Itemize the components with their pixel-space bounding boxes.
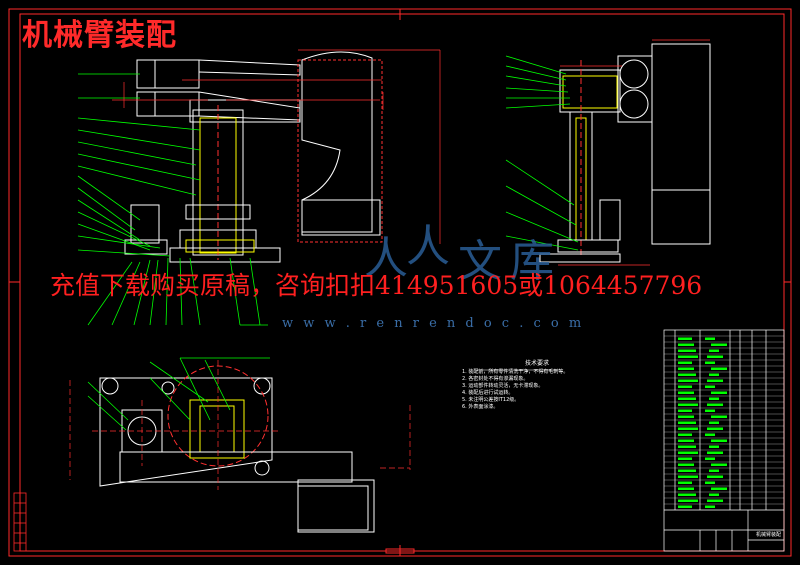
parts-list-entry-mark (678, 481, 692, 484)
watermark-url: w w w . r e n r e n d o c . c o m (282, 316, 585, 331)
parts-list-entry-mark (678, 421, 696, 424)
parts-list-entry-mark (709, 445, 719, 448)
parts-list-entry-mark (678, 355, 698, 358)
technical-note-line: 2. 各密封处不得有渗漏现象。 (462, 376, 529, 382)
parts-list-entry-mark (678, 493, 696, 496)
parts-list-entry-mark (678, 439, 694, 442)
parts-list-entry-mark (678, 427, 698, 430)
parts-list-entry-mark (678, 475, 698, 478)
parts-list-entry-mark (711, 463, 727, 466)
top-view-centerlines (69, 360, 411, 490)
parts-list-entry-mark (678, 469, 696, 472)
technical-notes: 技术要求 1. 装配前，所有零件清洗干净，不得有毛刺等。 2. 各密封处不得有渗… (462, 360, 612, 411)
parts-list-entry-mark (705, 457, 715, 460)
parts-list-entry-mark (705, 433, 715, 436)
parts-list-entry-mark (678, 415, 694, 418)
parts-list-entry-mark (709, 349, 719, 352)
parts-list-entry-mark (678, 337, 692, 340)
parts-list-entry-mark (707, 355, 723, 358)
front-view (124, 51, 383, 263)
parts-list-entry-mark (678, 487, 694, 490)
parts-list-entry-mark (678, 457, 692, 460)
parts-list-entry-mark (678, 373, 696, 376)
technical-notes-title: 技术要求 (524, 360, 549, 367)
parts-list-entry-mark (711, 391, 727, 394)
parts-list-entry-mark (709, 373, 719, 376)
parts-list-entry-mark (707, 427, 723, 430)
parts-list-entry-mark (678, 379, 698, 382)
parts-list-entries (678, 337, 727, 508)
parts-list-entry-mark (678, 499, 698, 502)
watermark-glyph-4: 库 (510, 236, 554, 287)
parts-list-entry-mark (678, 343, 694, 346)
technical-note-line: 4. 装配后进行试运转。 (462, 390, 514, 396)
parts-list-entry-mark (709, 469, 719, 472)
parts-list-entry-mark (678, 445, 696, 448)
parts-list-entry-mark (678, 505, 692, 508)
parts-list-entry-mark (678, 385, 692, 388)
parts-list-entry-mark (678, 409, 692, 412)
parts-list-entry-mark (678, 433, 692, 436)
side-view (539, 43, 711, 263)
parts-list-entry-mark (678, 361, 692, 364)
drawing-title: 机械臂装配 (22, 18, 177, 53)
parts-list-entry-mark (709, 397, 719, 400)
parts-list-entry-mark (705, 409, 715, 412)
technical-note-line: 6. 外表面涂漆。 (462, 404, 499, 410)
parts-list-entry-mark (678, 367, 694, 370)
parts-list-entry-mark (678, 463, 694, 466)
parts-list-entry-mark (678, 403, 698, 406)
technical-note-line: 5. 未注明公差按IT12级。 (462, 397, 520, 403)
front-view-dimensions (112, 49, 441, 244)
side-view-leaders (505, 55, 579, 251)
front-view-leaders (77, 73, 268, 326)
parts-list-entry-mark (705, 337, 715, 340)
centering-marks (9, 9, 791, 556)
watermark-glyph-2: 人 (406, 221, 450, 272)
parts-list-entry-mark (705, 481, 715, 484)
parts-list-entry-mark (711, 487, 727, 490)
parts-list-rows (664, 335, 784, 505)
parts-list-entry-mark (705, 385, 715, 388)
revision-strip (13, 492, 27, 552)
parts-list-entry-mark (678, 451, 698, 454)
parts-list-entry-mark (705, 505, 715, 508)
parts-list-entry-mark (705, 361, 715, 364)
parts-list-entry-mark (707, 475, 723, 478)
parts-list-entry-mark (707, 403, 723, 406)
watermark-glyph-1: 人 (364, 233, 408, 284)
side-view-dimensions (558, 39, 710, 266)
promo-text: 充值下载购买原稿，咨询扣扣414951605或1064457796 (50, 271, 703, 300)
watermark-glyph-3: 文 (458, 236, 502, 287)
title-block-drawing-name: 机械臂装配 (756, 532, 782, 538)
parts-list-entry-mark (707, 499, 723, 502)
parts-list-entry-mark (709, 421, 719, 424)
parts-list-entry-mark (707, 379, 723, 382)
top-view-leaders (87, 357, 270, 431)
parts-list-entry-mark (711, 343, 727, 346)
parts-list-entry-mark (711, 415, 727, 418)
parts-list-entry-mark (678, 391, 694, 394)
technical-note-line: 1. 装配前，所有零件清洗干净，不得有毛刺等。 (462, 369, 569, 375)
parts-list-entry-mark (711, 367, 727, 370)
parts-list-entry-mark (711, 439, 727, 442)
top-view (99, 365, 375, 533)
technical-note-line: 3. 运动部件转动灵活，无卡滞现象。 (462, 383, 544, 389)
parts-list-entry-mark (678, 349, 696, 352)
parts-list-entry-mark (709, 493, 719, 496)
parts-list-entry-mark (678, 397, 696, 400)
parts-list-entry-mark (707, 451, 723, 454)
